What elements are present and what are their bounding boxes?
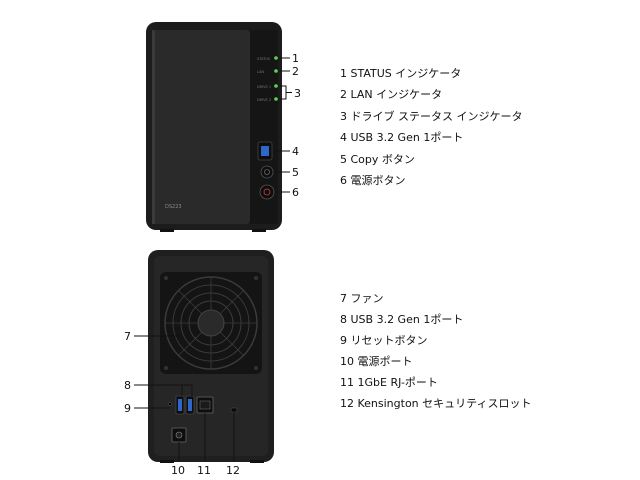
legend-item-6: 6 電源ボタン — [340, 174, 406, 187]
power-button — [259, 184, 275, 200]
legend-item-4: 4 USB 3.2 Gen 1ポート — [340, 131, 464, 144]
legend-item-10: 10 電源ポート — [340, 355, 413, 368]
led-label-lan: LAN — [257, 70, 264, 74]
status-led — [274, 56, 278, 60]
drive-2-led — [274, 97, 278, 101]
callout-6: 6 — [292, 186, 299, 199]
reset-button — [168, 402, 172, 406]
front-callout-numbers: 1 2 3 4 5 6 — [292, 52, 301, 199]
fan-hub — [197, 309, 225, 337]
callout-7: 7 — [124, 330, 131, 343]
legend-item-3: 3 ドライブ ステータス インジケータ — [340, 110, 523, 123]
back-callout-lines — [134, 335, 235, 462]
legend-item-1: 1 STATUS インジケータ — [340, 67, 462, 80]
callout-10: 10 — [171, 464, 185, 477]
callout-5: 5 — [292, 166, 299, 179]
back-view — [148, 250, 274, 463]
legend-item-9: 9 リセットボタン — [340, 334, 428, 347]
led-label-drive-1: DRIVE 1 — [257, 85, 271, 89]
lan-led — [274, 69, 278, 73]
front-panel — [152, 30, 250, 224]
callout-12: 12 — [226, 464, 240, 477]
drive-1-led — [274, 84, 278, 88]
callout-8: 8 — [124, 379, 131, 392]
legend-item-12: 12 Kensington セキュリティスロット — [340, 397, 532, 410]
led-label-drive-2: DRIVE 2 — [257, 98, 271, 102]
legend-item-11: 11 1GbE RJ-ポート — [340, 376, 438, 389]
callout-11: 11 — [197, 464, 211, 477]
back-callout-numbers: 7 8 9 10 11 12 — [124, 330, 240, 477]
callout-2: 2 — [292, 65, 299, 78]
legend-item-2: 2 LAN インジケータ — [340, 88, 443, 101]
led-label-status: STATUS — [257, 57, 271, 61]
front-view: DS223 STATUS LAN DRIVE 1 DRIVE 2 — [146, 22, 282, 232]
callout-4: 4 — [292, 145, 299, 158]
front-callout-lines — [274, 57, 292, 193]
legend-item-5: 5 Copy ボタン — [340, 153, 415, 166]
legend-item-8: 8 USB 3.2 Gen 1ポート — [340, 313, 464, 326]
legend-item-7: 7 ファン — [340, 292, 384, 305]
model-label: DS223 — [165, 204, 182, 210]
kensington-slot — [230, 407, 238, 413]
callout-1: 1 — [292, 52, 299, 65]
callout-3: 3 — [294, 87, 301, 100]
callout-9: 9 — [124, 402, 131, 415]
copy-button — [260, 165, 274, 179]
